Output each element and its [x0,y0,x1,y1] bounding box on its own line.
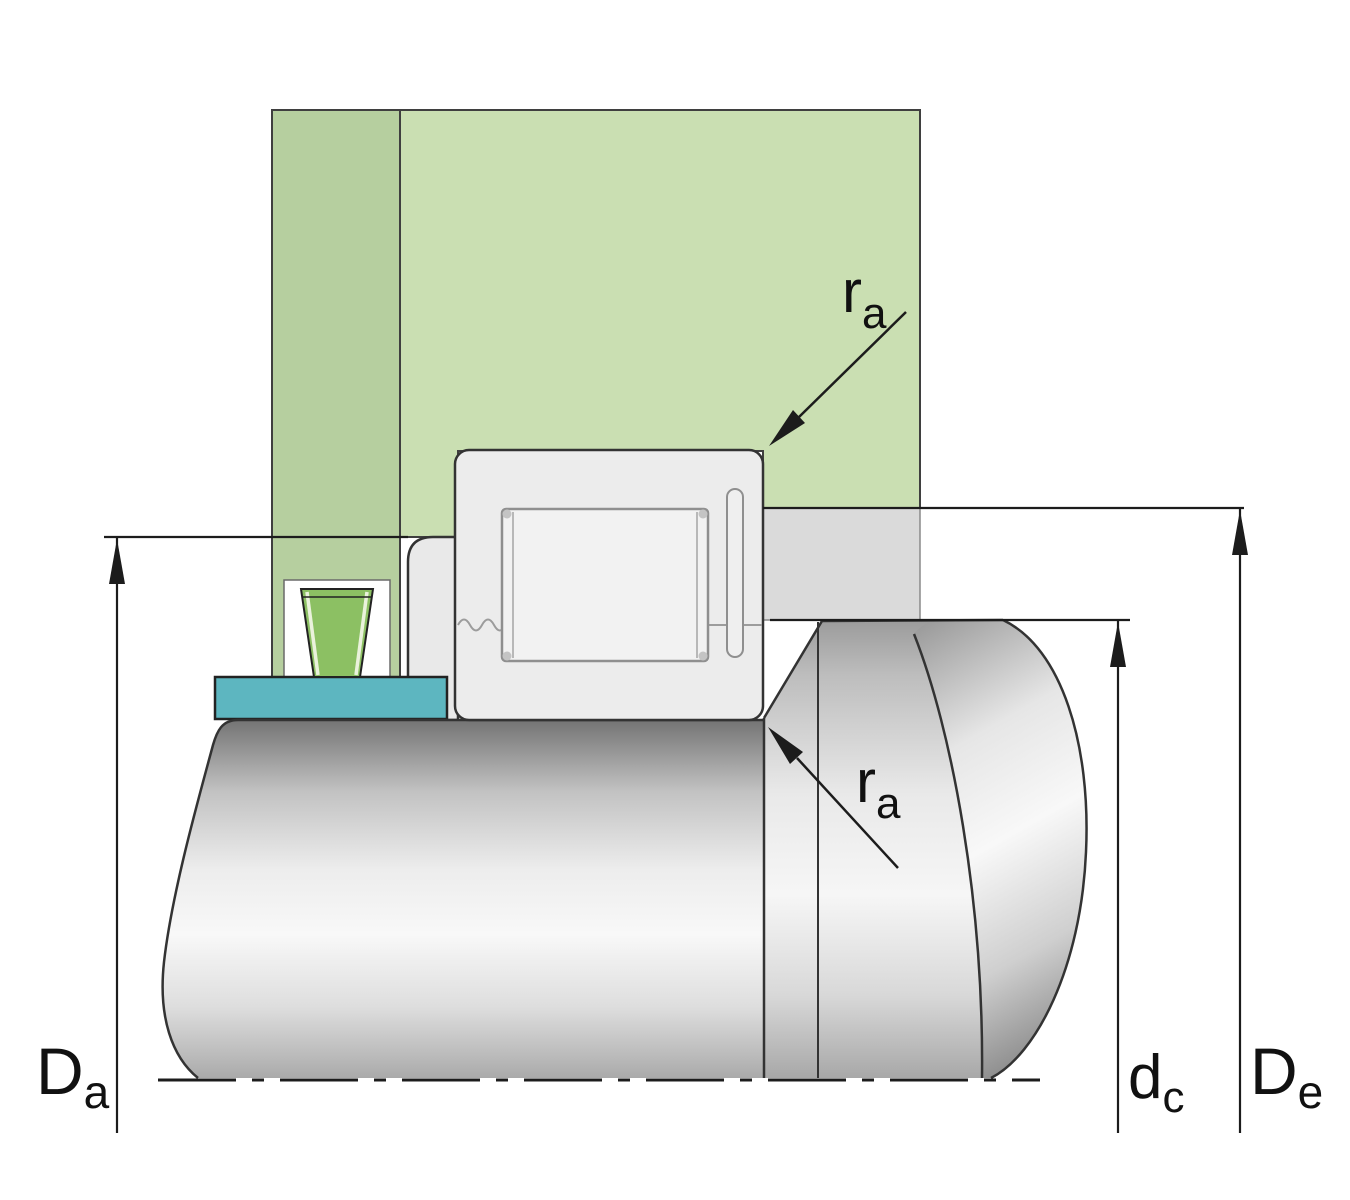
shaft-body [162,720,763,1078]
dim-label-de: De [1250,1034,1323,1118]
locating-key [299,588,375,678]
dim-label-dc: dc [1128,1043,1184,1122]
dc-symbol: d [1128,1043,1162,1112]
fillet-right-edge [990,618,1088,1080]
ra-upper-arrowhead [769,410,805,446]
end-cover-section [762,507,921,621]
de-arrowhead [1232,510,1248,555]
fillet-left-edge [912,633,984,1079]
ra-upper-leader-line [798,311,907,418]
abutment-collar [406,535,460,722]
de-subscript: e [1298,1066,1324,1118]
ra-lower-leader-line [796,757,899,869]
locating-key-body [299,588,375,678]
key-flank-highlight-left [305,591,320,676]
dc-subscript: c [1162,1073,1184,1122]
ra-lower-arrowhead [768,727,803,764]
spacer-ring [213,675,449,721]
dimension-lines [104,506,1244,1133]
da-symbol: D [36,1034,84,1108]
de-symbol: D [1250,1034,1298,1108]
dim-label-ra-lower: ra [856,748,901,828]
shaft-outline [161,718,763,1079]
shaft-fillet [914,620,1087,1078]
roller-element [500,507,710,663]
da-arrowhead [109,539,125,584]
cage-rivet-dot [698,651,708,661]
ra-upper-symbol: r [842,258,862,325]
ra-lower-symbol: r [856,748,876,815]
section-break-squiggle [457,618,762,632]
cage-rivet-dot [502,509,512,519]
dc-arrowhead [1110,622,1126,667]
da-subscript: a [84,1066,110,1118]
ra-lower-subscript: a [876,779,901,828]
cage-pin [726,488,744,658]
cage-rivet-dot [698,509,708,519]
dim-label-ra-upper: ra [842,258,887,338]
cage-rivet-dot [502,651,512,661]
dim-label-da: Da [36,1034,110,1118]
key-flank-highlight-right [354,591,369,676]
ra-upper-subscript: a [862,289,887,338]
